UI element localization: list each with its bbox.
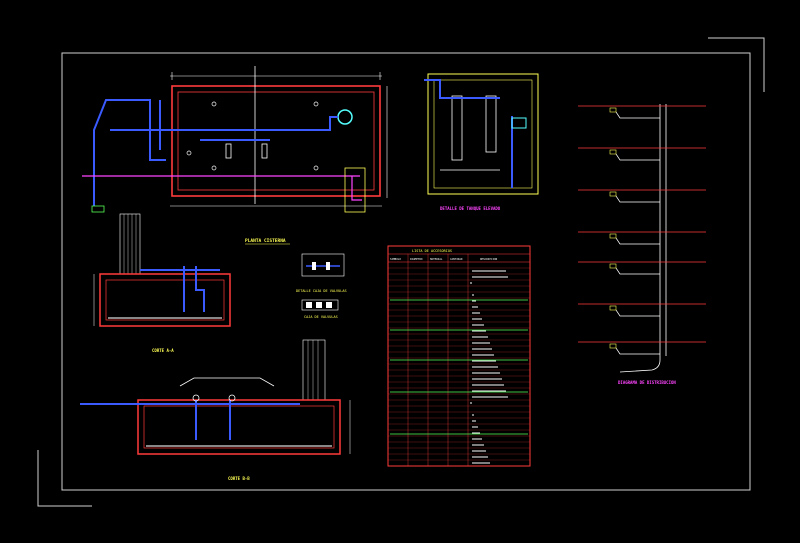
- section-a-title: CORTE A-A: [152, 348, 174, 353]
- table-header-diameter: DIAMETRO: [410, 257, 423, 261]
- table-header-symbol: SIMBOLO: [390, 257, 401, 261]
- elevated-tank-detail: DETALLE DE TANQUE ELEVADO: [424, 73, 539, 211]
- section-b: CORTE B-B: [80, 339, 351, 481]
- sheet-frame: [37, 37, 765, 507]
- tank-detail-title: DETALLE DE TANQUE ELEVADO: [440, 206, 501, 211]
- valve-box-detail: DETALLE CAJA DE VALVULAS CAJA DE VALVULA…: [296, 253, 347, 319]
- table-header-quantity: CANTIDAD: [450, 257, 463, 261]
- section-a: CORTE A-A: [93, 213, 231, 353]
- valve-box-title: DETALLE CAJA DE VALVULAS: [296, 289, 347, 293]
- plan-title: PLANTA CISTERNA: [245, 238, 286, 244]
- table-header-description: DESCRIPCION: [480, 257, 498, 261]
- table-title: LISTA DE ACCESORIOS: [412, 249, 452, 253]
- tank-plan: PLANTA CISTERNA: [82, 66, 388, 245]
- meter-icon: [511, 117, 527, 129]
- valve-box-subtitle: CAJA DE VALVULAS: [304, 315, 338, 319]
- section-b-title: CORTE B-B: [228, 476, 250, 481]
- accessories-table: LISTA DE ACCESORIOS SIMBOLO DIAMETRO MAT…: [387, 245, 531, 467]
- riser-title: DIAGRAMA DE DISTRIBUCION: [618, 380, 676, 385]
- valve-icon: [312, 262, 316, 270]
- riser-diagram: DIAGRAMA DE DISTRIBUCION: [578, 104, 706, 385]
- table-header-material: MATERIAL: [430, 257, 443, 261]
